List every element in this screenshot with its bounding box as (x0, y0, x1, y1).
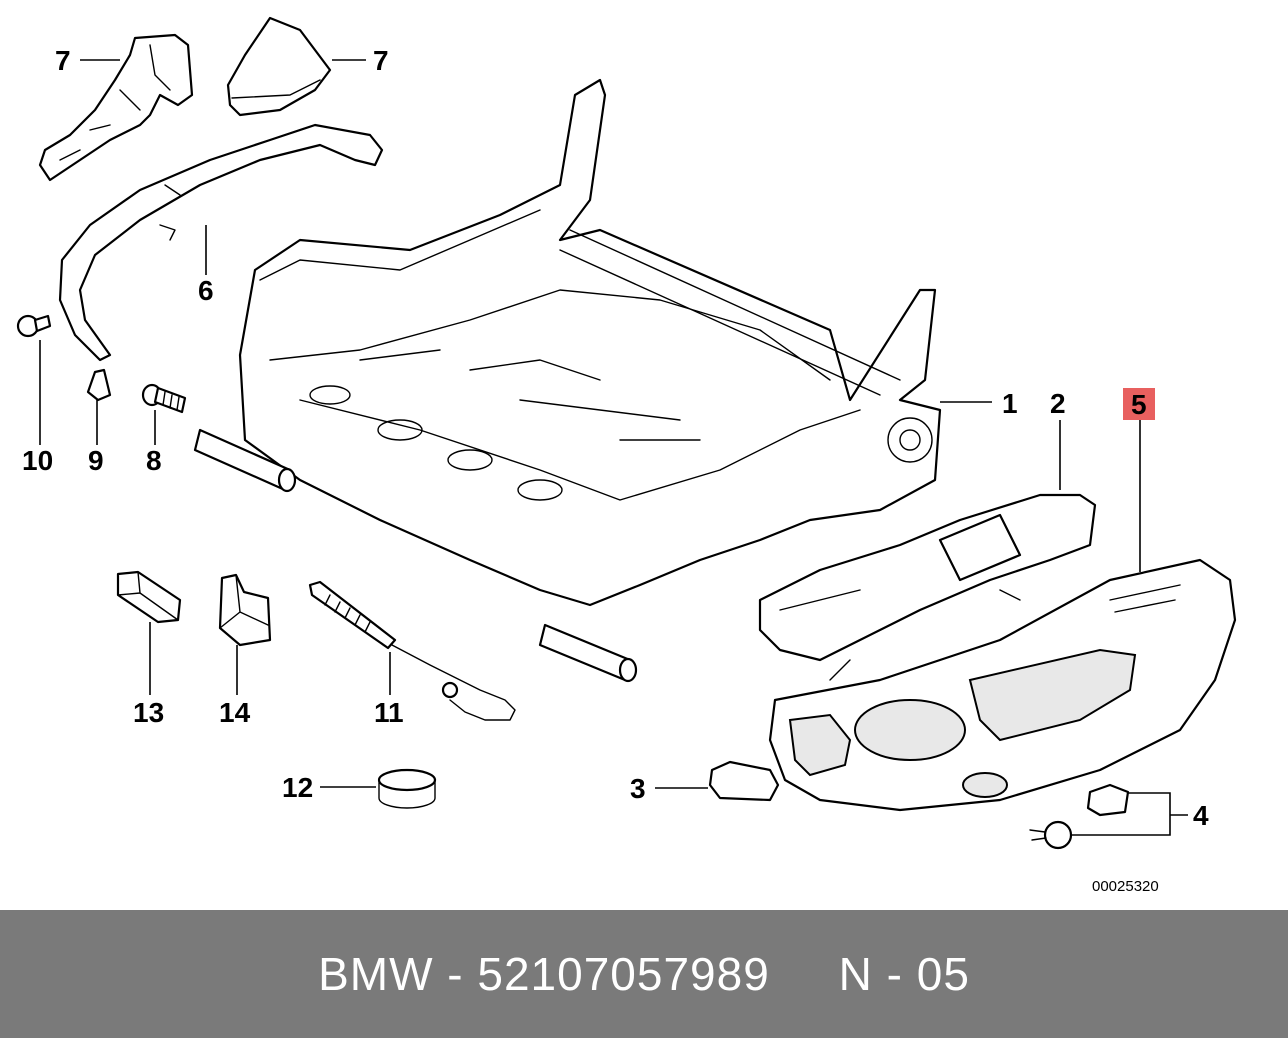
callout-10: 10 (22, 445, 53, 476)
part-5-side-cover (768, 558, 1237, 812)
diagram-reference-number: 00025320 (1092, 878, 1159, 895)
callout-12: 12 (282, 772, 313, 803)
callout-9: 9 (88, 445, 104, 476)
callout-7-right: 7 (373, 45, 389, 76)
callout-6: 6 (198, 275, 214, 306)
part-3-cap (708, 760, 780, 802)
leader-lines (39, 59, 1188, 836)
part-10-screw (16, 314, 52, 338)
part-number-caption: BMW - 52107057989 N - 05 (318, 948, 970, 1000)
part-7-left-bracket (38, 33, 194, 182)
part-9-clip (86, 368, 112, 402)
part-11-cable (308, 580, 516, 721)
part-7-cone-cover (226, 16, 332, 117)
part-14-clip (218, 573, 272, 647)
parts-diagram: 1 2 3 4 5 6 7 7 8 9 10 11 12 13 14 00025… (16, 16, 1237, 895)
callout-4: 4 (1193, 800, 1209, 831)
footer-bar: BMW - 52107057989 N - 05 (0, 910, 1288, 1038)
callout-11: 11 (374, 697, 404, 728)
part-12-ring (377, 768, 437, 809)
callout-5-highlight (1123, 388, 1155, 420)
part-1-seat-frame (238, 78, 942, 607)
callout-8: 8 (146, 445, 162, 476)
callout-14: 14 (219, 697, 251, 728)
part-8-bolt (141, 383, 187, 414)
callout-13: 13 (133, 697, 164, 728)
callout-7-left: 7 (55, 45, 71, 76)
part-13-block (116, 570, 182, 624)
part-4-clips (1029, 783, 1130, 850)
callout-3: 3 (630, 773, 646, 804)
callout-1: 1 (1002, 388, 1018, 419)
callout-5: 5 (1131, 389, 1147, 420)
callout-2: 2 (1050, 388, 1066, 419)
part-6-trim-strip (58, 123, 384, 362)
callout-labels: 1 2 3 4 5 6 7 7 8 9 10 11 12 13 14 00025… (22, 45, 1209, 895)
frame-tubes (193, 428, 638, 683)
part-2-adjuster (758, 493, 1097, 681)
